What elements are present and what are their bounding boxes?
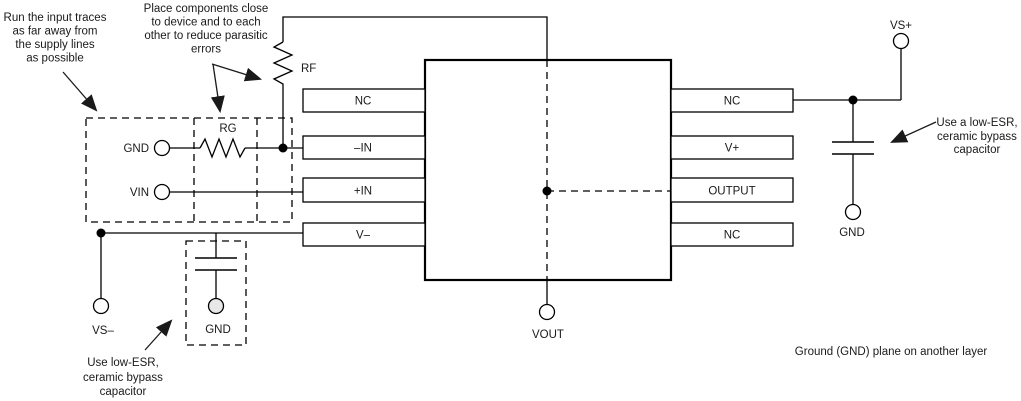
arrow-bypass-right [890, 121, 937, 143]
annotation-bypass-right: Use a low-ESR, ceramic bypass capacitor [890, 117, 1018, 156]
ic-center-junction-dot [542, 186, 552, 196]
annotation-bypass-right-line1: Use a low-ESR, [936, 117, 1017, 129]
pin-label-neg-in: –IN [354, 143, 372, 155]
vout-terminal [538, 303, 556, 321]
annotation-bypass-left-line3: capacitor [100, 386, 147, 398]
pin-label-v-plus: V+ [725, 143, 740, 155]
input-dashed-outline [85, 117, 293, 223]
gnd-bottom-label: GND [205, 324, 231, 336]
annotation-bypass-right-line3: capacitor [954, 144, 1001, 156]
vs-minus-terminal [92, 297, 110, 315]
vs-plus-terminal [892, 32, 910, 50]
gnd-input-terminal [153, 139, 171, 157]
pin-box-left-v-minus [302, 222, 426, 247]
ic-body [423, 58, 673, 282]
arrow-input-traces [62, 71, 98, 112]
annotation-place-line2: to device and to each [151, 17, 260, 29]
annotation-place-line1: Place components close [144, 3, 269, 15]
pin-box-right-output [670, 177, 794, 203]
neg-in-junction-dot [278, 143, 288, 153]
input-network: GND RG VIN [123, 123, 303, 201]
rg-label: RG [219, 123, 236, 135]
pin-label-pos-in: +IN [354, 186, 372, 198]
annotation-input-traces-line1: Run the input traces [4, 12, 107, 24]
annotation-place-line3: other to reduce parasitic [144, 30, 268, 42]
rf-feedback-network: RF [272, 16, 548, 148]
arrow-bypass-left [144, 319, 173, 351]
ground-plane-note: Ground (GND) plane on another layer [795, 346, 988, 358]
annotation-input-traces-line2: as far away from [13, 26, 98, 38]
ic-outline [423, 58, 673, 282]
pin-label-output: OUTPUT [708, 186, 755, 198]
vout-network: VOUT [532, 281, 564, 341]
vin-label: VIN [130, 187, 149, 199]
annotation-input-traces-line3: the supply lines [15, 39, 95, 51]
gnd-right-terminal [844, 203, 862, 221]
pin-box-right-v-plus [670, 135, 794, 160]
feedback-wire-top [282, 16, 548, 60]
annotation-input-traces-line4: as possible [26, 53, 84, 65]
annotation-bypass-right-line2: ceramic bypass [937, 131, 1017, 143]
rf-label: RF [301, 63, 316, 75]
gnd-bottom-terminal [207, 297, 225, 315]
rg-resistor [199, 137, 246, 159]
pin-label-nc-left: NC [355, 96, 372, 108]
v-minus-rail: VS– GND [92, 228, 303, 337]
annotation-bypass-left: Use low-ESR, ceramic bypass capacitor [83, 319, 173, 398]
right-pin-boxes: NC V+ OUTPUT NC [670, 88, 794, 247]
annotation-place-components: Place components close to device and to … [144, 3, 269, 114]
left-pin-boxes: NC –IN +IN V– [302, 88, 426, 247]
vin-terminal [153, 183, 171, 201]
rf-resistor [272, 41, 294, 88]
annotation-place-line4: errors [191, 44, 221, 56]
annotation-bypass-left-line2: ceramic bypass [83, 372, 163, 384]
pin-label-v-minus: V– [356, 230, 371, 242]
pin-box-left-pos-in [302, 177, 426, 203]
pin-label-nc-right-bottom: NC [724, 230, 741, 242]
pin-box-left-nc [302, 88, 426, 113]
vs-plus-label: VS+ [890, 20, 912, 32]
v-plus-rail: VS+ GND [793, 20, 912, 239]
pin-label-nc-right-top: NC [724, 96, 741, 108]
pin-box-right-nc-bottom [670, 222, 794, 247]
gnd-right-label: GND [839, 227, 865, 239]
arrow-place-to-rg [210, 63, 225, 114]
input-components-dashed-box [85, 117, 293, 223]
vout-label: VOUT [532, 329, 564, 341]
vs-minus-label: VS– [92, 325, 114, 337]
annotation-input-traces: Run the input traces as far away from th… [4, 12, 107, 112]
gnd-input-label: GND [123, 143, 149, 155]
annotation-bypass-left-line1: Use low-ESR, [87, 357, 159, 369]
arrow-place-to-rf [211, 63, 263, 82]
